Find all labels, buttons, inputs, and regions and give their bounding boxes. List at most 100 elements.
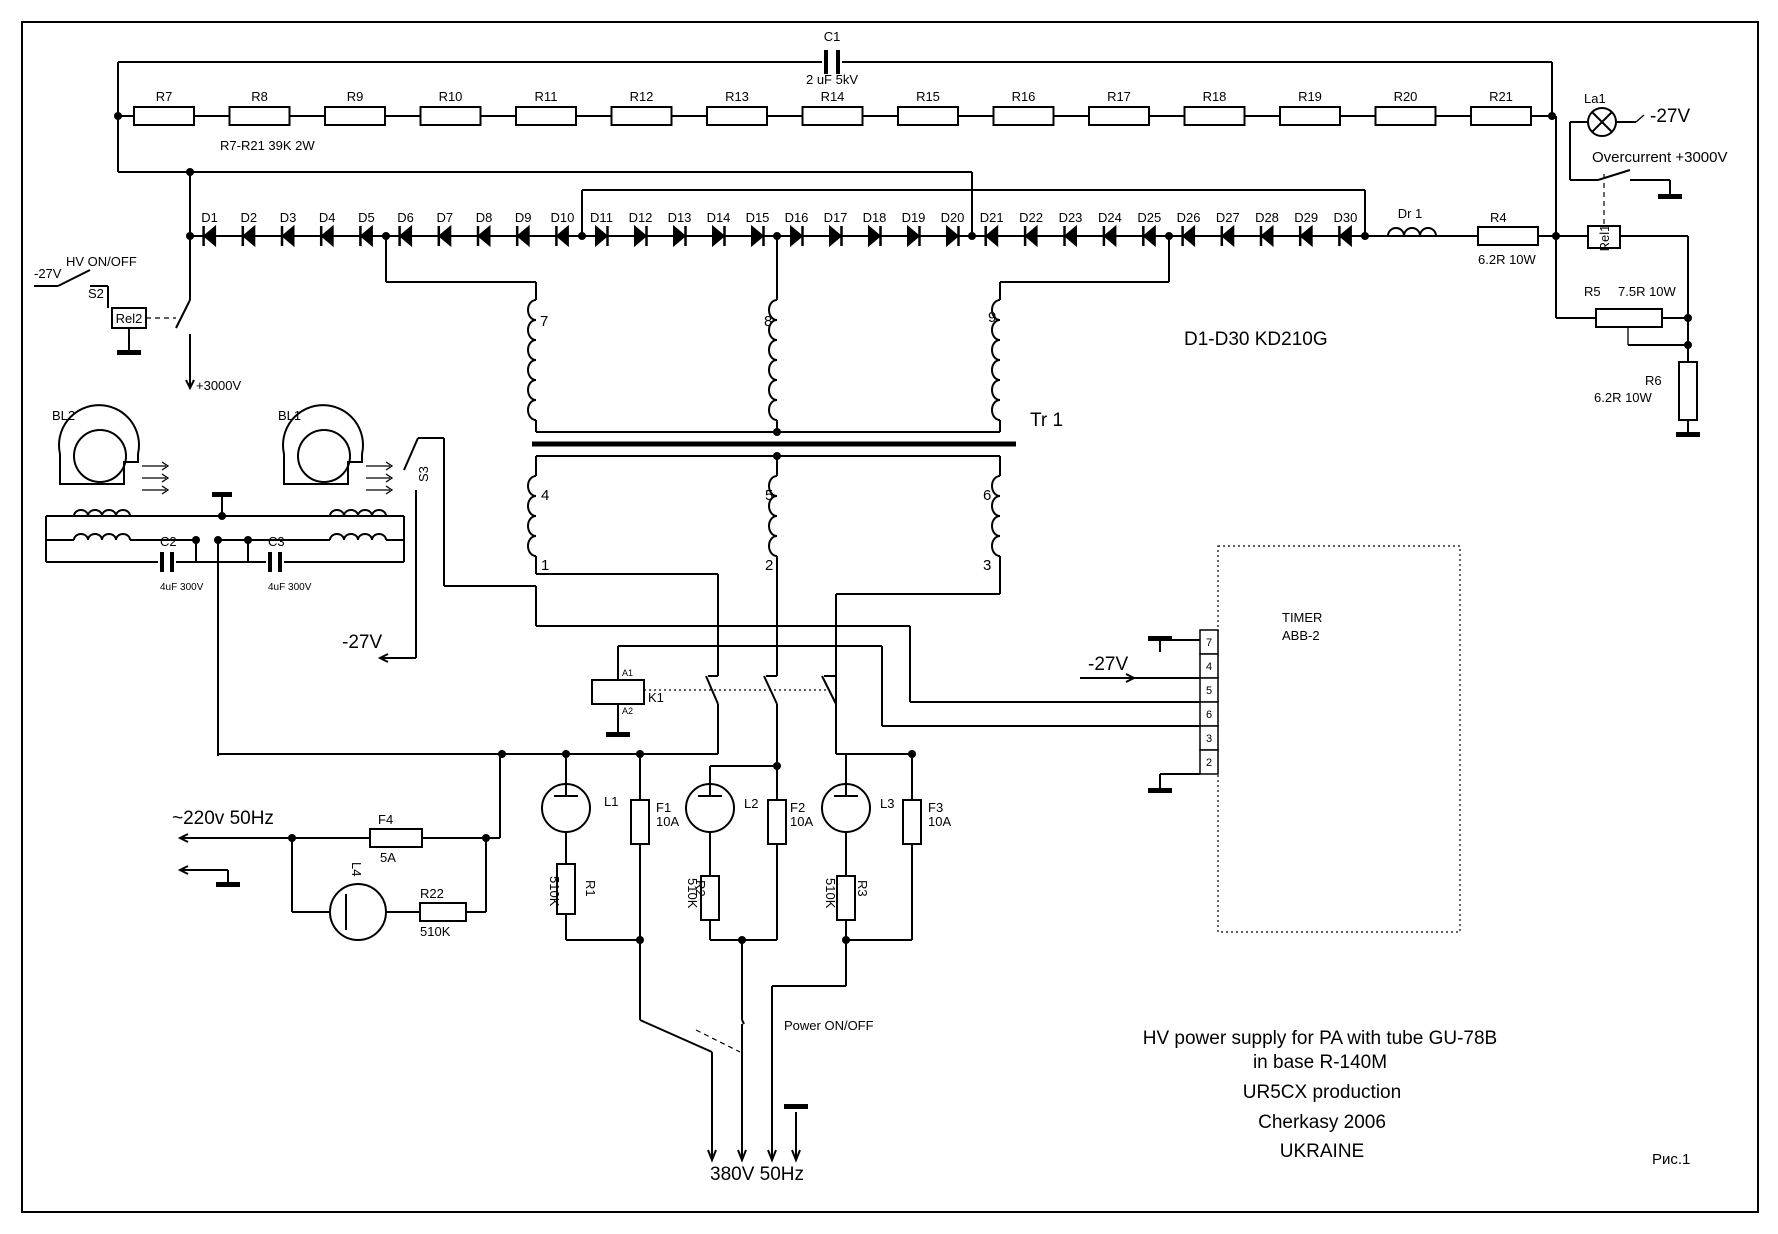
blower-bl2 [58,404,170,495]
contactor-k1-contacts [705,675,837,766]
diode-label-d8: D8 [476,210,493,225]
f1-value: 10A [656,814,679,829]
rel2-label: Rel2 [116,311,143,326]
phase-l1 [541,754,650,1020]
r4-value: 6.2R 10W [1478,252,1537,267]
f1-label: F1 [656,800,671,815]
f3-value: 10A [928,814,951,829]
diode-d4 [319,224,334,248]
choke-label: Dr 1 [1398,206,1423,221]
la1-caption: Overcurrent +3000V [1592,149,1728,166]
diode-d11 [595,224,609,248]
resistor-r21 [1470,106,1532,126]
resistor-r15 [897,106,959,126]
resistor-r19 [1279,106,1341,126]
figure-label: Рис.1 [1652,1151,1690,1168]
resistor-label-r11: R11 [535,89,558,104]
diode-d27 [1220,224,1235,248]
diode-label-d21: D21 [980,210,1004,225]
resistor-chain-note: R7-R21 39K 2W [220,138,315,153]
tr-pin-9: 9 [988,309,996,326]
resistor-r20 [1374,106,1437,126]
c1-value: 2 uF 5kV [806,72,858,87]
r6-label: R6 [1645,373,1662,388]
diode-label-d24: D24 [1098,210,1122,225]
diode-label-d16: D16 [785,210,809,225]
diode-label-d6: D6 [397,210,414,225]
r4-label: R4 [1490,210,1507,225]
diode-label-d30: D30 [1333,210,1357,225]
timer-module [1217,545,1461,933]
diode-d30 [1338,224,1352,248]
tr-pin-5: 5 [765,487,773,504]
ground-timer-2 [1148,788,1172,793]
diode-d15 [751,224,765,248]
power-switch [639,1019,808,1163]
bl2-label: BL2 [52,408,75,423]
diode-d1 [202,224,217,248]
diode-d24 [1102,224,1117,248]
diode-label-d13: D13 [668,210,692,225]
diode-label-d1: D1 [201,210,218,225]
diode-d3 [280,224,295,248]
diode-d29 [1298,224,1313,248]
timer-pin-2: 2 [1206,757,1212,769]
r2-label: R2 [693,880,708,897]
mains-380: 380V 50Hz [710,1164,804,1185]
l3-label: L3 [880,796,894,811]
hv-output: +3000V [196,378,242,393]
blower-windings [45,492,405,756]
resistor-label-r18: R18 [1203,89,1227,104]
diode-d16 [790,224,804,248]
ground-timer-7 [1148,636,1172,641]
timer-pin-4: 4 [1206,661,1212,673]
diode-label-d5: D5 [358,210,375,225]
f2-value: 10A [790,814,813,829]
diode-label-d26: D26 [1177,210,1201,225]
phase-l2 [685,780,787,1020]
drawing-frame [21,21,1759,1213]
r6-value: 6.2R 10W [1594,390,1653,405]
timer-pin-5: 5 [1206,685,1212,697]
s2-label: S2 [88,286,104,301]
lamp-la1 [1587,107,1617,137]
s3-label: S3 [416,466,431,482]
diode-d17 [829,224,843,248]
diode-d18 [868,224,882,248]
bl1-label: BL1 [278,408,301,423]
la1-label: La1 [1584,91,1606,106]
timer-model: ABB-2 [1282,628,1320,643]
diode-label-d23: D23 [1059,210,1083,225]
diode-d12 [634,224,648,248]
diode-d2 [241,224,256,248]
diode-label-d28: D28 [1255,210,1279,225]
contactor-k1 [591,679,645,705]
resistor-label-r15: R15 [916,89,940,104]
transformer-secondary [385,236,1170,436]
resistor-label-r21: R21 [1489,89,1513,104]
hv-switch-title: HV ON/OFF [66,254,137,269]
diode-d8 [476,224,491,248]
diode-d23 [1063,224,1077,248]
resistor-r18 [1183,106,1246,126]
timer-pin-box [1199,749,1219,775]
tr-pin-6: 6 [983,487,991,504]
r1-value: 510K [547,876,562,907]
resistor-r11 [515,106,577,126]
resistor-r7 [133,106,195,126]
resistor-label-r19: R19 [1298,89,1322,104]
diode-d28 [1259,224,1274,248]
diode-label-d9: D9 [515,210,532,225]
resistor-r4 [1477,226,1539,246]
resistor-r8 [228,106,291,126]
f3-label: F3 [928,800,943,815]
diode-d26 [1181,224,1196,248]
diode-d9 [515,224,530,248]
resistor-r13 [706,106,768,126]
timer-title: TIMER [1282,610,1322,625]
diode-label-d27: D27 [1216,210,1240,225]
c1-label: C1 [824,29,841,44]
phase-l3 [771,754,922,1020]
diode-d6 [398,224,413,248]
